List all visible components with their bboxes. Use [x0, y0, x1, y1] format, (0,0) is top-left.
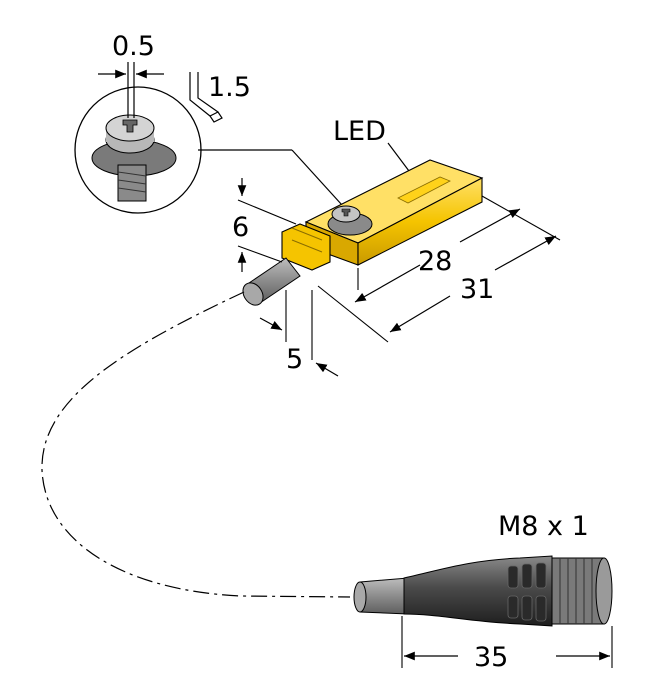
screw-width-dimension: [98, 62, 164, 118]
length-total-label: 31: [460, 274, 494, 305]
height-label: 6: [232, 212, 249, 243]
sensor-cable-stub: [242, 257, 301, 306]
extension-line-front: [317, 285, 389, 343]
extension-line-rear: [481, 195, 561, 241]
screw-width-label: 0.5: [112, 31, 155, 62]
sensor-housing: [281, 159, 484, 271]
hex-key-icon: [189, 72, 223, 123]
length-total-dimension: [389, 235, 557, 333]
screw-detail-circle: [74, 86, 343, 214]
led-label: LED: [333, 116, 386, 147]
length-inner-label: 28: [418, 246, 452, 277]
connector-length-dimension: [401, 616, 613, 668]
length-inner-dimension: [354, 208, 521, 303]
height-dimension: [237, 178, 297, 272]
hex-key-label: 1.5: [208, 72, 251, 103]
cable-offset-label: 5: [286, 344, 303, 375]
m8-connector: [353, 555, 613, 627]
connector-thread-label: M8 x 1: [498, 511, 589, 542]
cable-offset-dimension: [259, 290, 339, 377]
connector-length-label: 35: [474, 642, 508, 673]
cable-path: [41, 291, 351, 598]
